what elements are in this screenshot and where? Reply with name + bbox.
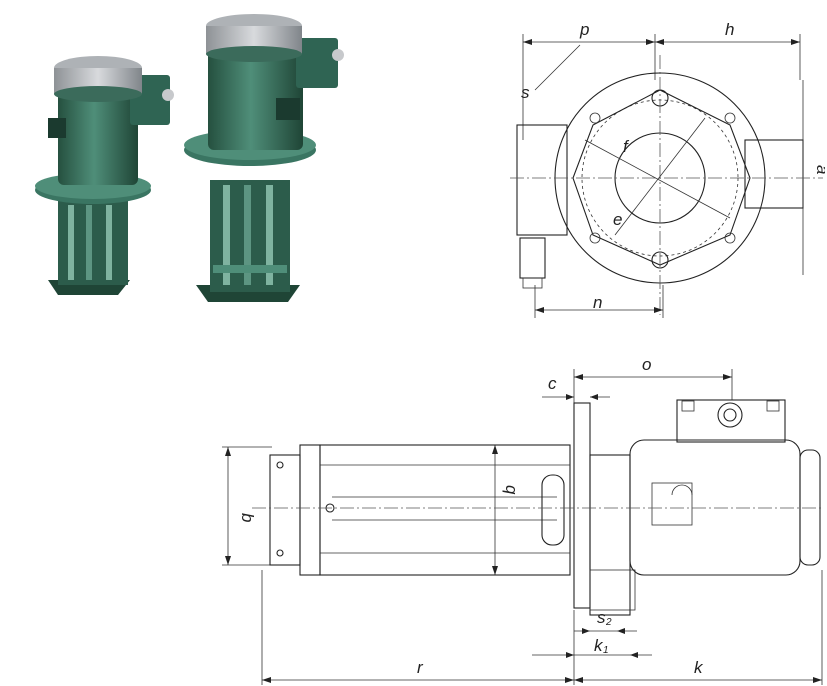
dimension-label-a: a (813, 165, 825, 174)
dimension-label-k1: k 1 (594, 636, 609, 656)
dimension-label-k: k (694, 658, 704, 677)
dimension-label-s2: s 2 (597, 608, 612, 628)
svg-text:k: k (594, 636, 604, 655)
dimension-label-h: h (725, 20, 734, 39)
svg-text:1: 1 (603, 645, 609, 656)
dimension-label-p: p (579, 20, 589, 39)
dimension-label-o: o (642, 355, 651, 374)
dimension-label-e: e (613, 210, 622, 229)
dimension-label-f: f (623, 137, 630, 156)
pump-top-view-drawing: p h s f a e s 1 n (510, 20, 825, 318)
motor-fan-cover (799, 449, 821, 566)
motor-terminal-box (676, 399, 786, 443)
dimension-label-s: s (521, 83, 530, 102)
dimension-label-n: n (593, 293, 602, 312)
terminal-box (516, 124, 568, 236)
dimension-label-r: r (417, 658, 424, 677)
outlet-pipe (744, 139, 804, 209)
motor-body (629, 439, 801, 576)
cable-gland (519, 237, 546, 279)
svg-text:2: 2 (605, 617, 612, 628)
pump-side-view-drawing: o c b q s 2 (222, 355, 824, 685)
coupling-housing (589, 454, 631, 616)
svg-text:s: s (597, 608, 606, 627)
large-pump-photo (184, 14, 344, 302)
dimension-label-c: c (548, 374, 557, 393)
pump-product-photo (35, 14, 344, 302)
dimension-label-q: q (502, 485, 521, 495)
small-pump-photo (35, 56, 174, 295)
dimension-p-h (522, 34, 801, 140)
dimension-label-b: b (238, 513, 257, 522)
pump-cage (269, 444, 571, 576)
mounting-flange (573, 402, 591, 609)
